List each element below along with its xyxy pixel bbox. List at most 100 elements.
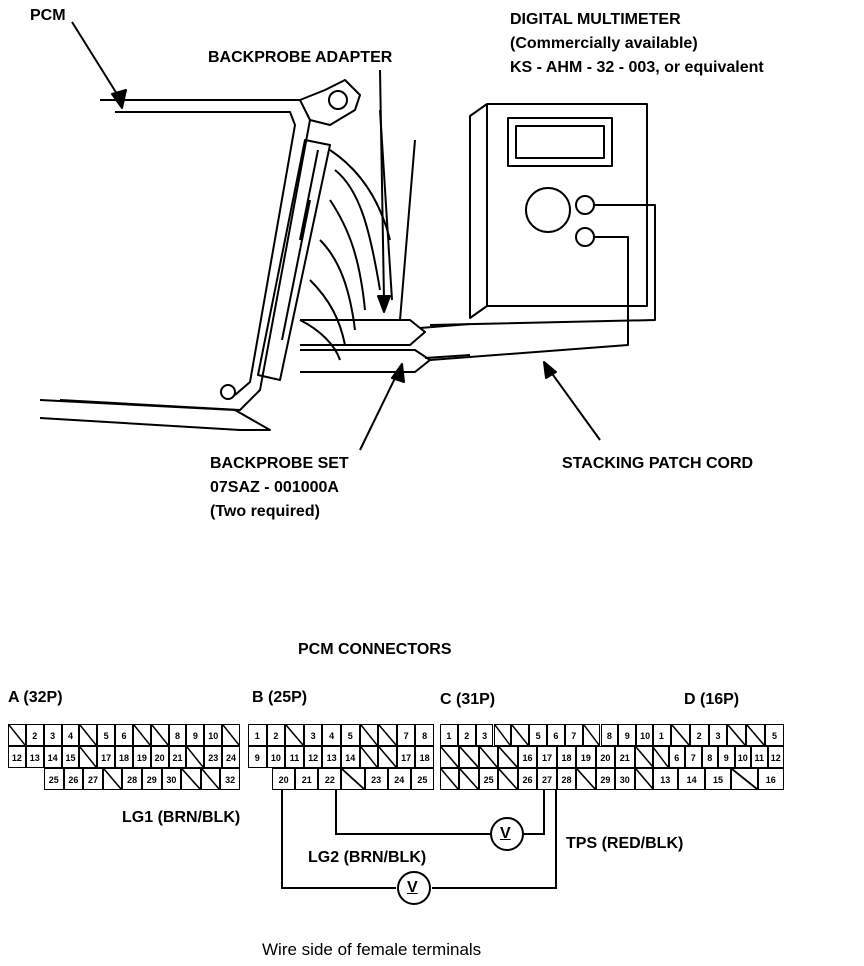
test-lead-lower — [429, 236, 629, 361]
terminal-a-18: 18 — [115, 746, 133, 768]
terminal-c-blank — [440, 768, 460, 790]
terminal-c-26: 26 — [517, 768, 538, 790]
multimeter-dial — [525, 187, 571, 233]
stacking-patch-cord-label: STACKING PATCH CORD — [562, 455, 754, 472]
terminal-c-6: 6 — [547, 724, 565, 746]
terminal-b-blank — [359, 724, 379, 746]
terminal-b-blank — [359, 746, 379, 768]
terminal-d-14: 14 — [678, 768, 705, 790]
terminal-b-blank — [285, 724, 304, 746]
terminal-c-blank — [493, 724, 512, 746]
digital-multimeter — [469, 103, 648, 319]
terminal-a-blank — [181, 768, 201, 790]
terminal-b-22: 22 — [318, 768, 342, 790]
backprobe-lower — [300, 349, 431, 373]
terminal-c-27: 27 — [537, 768, 557, 790]
backprobe-adapter-leader — [379, 69, 385, 301]
terminal-c-10: 10 — [636, 724, 654, 746]
terminal-d-blank — [746, 724, 766, 746]
terminal-c-blank — [498, 746, 518, 768]
terminal-a-blank — [200, 768, 221, 790]
terminal-a-25: 25 — [44, 768, 64, 790]
pcm-connectors-title: PCM CONNECTORS — [298, 641, 452, 658]
tps-label: TPS (RED/BLK) — [566, 835, 684, 852]
terminal-a-2: 2 — [25, 724, 44, 746]
terminal-b-18: 18 — [415, 746, 434, 768]
terminal-b-3: 3 — [303, 724, 323, 746]
backprobe-set-label-line1: BACKPROBE SET — [210, 455, 349, 472]
terminal-d-blank — [727, 724, 747, 746]
terminal-b-9: 9 — [248, 746, 267, 768]
patch-cord-leader — [547, 367, 601, 441]
terminal-a-blank — [8, 724, 26, 746]
multimeter-label-line2: (Commercially available) — [510, 35, 698, 52]
terminal-b-13: 13 — [322, 746, 341, 768]
pcm-label: PCM — [30, 7, 66, 24]
terminal-b-11: 11 — [285, 746, 304, 768]
terminal-a-4: 4 — [61, 724, 80, 746]
terminal-c-blank — [634, 768, 654, 790]
terminal-d-1: 1 — [652, 724, 671, 746]
terminal-a-26: 26 — [63, 768, 84, 790]
terminal-c-19: 19 — [576, 746, 596, 768]
terminal-b-24: 24 — [387, 768, 411, 790]
terminal-a-29: 29 — [142, 768, 162, 790]
pcm-connector-block — [257, 139, 331, 381]
terminal-c-25: 25 — [478, 768, 499, 790]
lg2-wire — [335, 790, 490, 835]
terminal-c-28: 28 — [556, 768, 577, 790]
terminal-d-10: 10 — [734, 746, 751, 768]
terminal-a-3: 3 — [43, 724, 62, 746]
terminal-c-blank — [576, 768, 596, 790]
terminal-c-21: 21 — [615, 746, 635, 768]
terminal-c-1: 1 — [440, 724, 458, 746]
terminal-a-9: 9 — [186, 724, 205, 746]
terminal-d-7: 7 — [685, 746, 702, 768]
terminal-a-8: 8 — [168, 724, 187, 746]
terminal-a-24: 24 — [222, 746, 240, 768]
terminal-d-16: 16 — [757, 768, 784, 790]
terminal-a-30: 30 — [161, 768, 182, 790]
terminal-a-23: 23 — [204, 746, 223, 768]
terminal-d-9: 9 — [718, 746, 735, 768]
lg1-wire — [281, 790, 396, 889]
terminal-b-25: 25 — [410, 768, 434, 790]
terminal-d-8: 8 — [701, 746, 718, 768]
terminal-c-20: 20 — [595, 746, 616, 768]
terminal-a-21: 21 — [168, 746, 187, 768]
multimeter-label-line3: KS - AHM - 32 - 003, or equivalent — [510, 59, 764, 76]
terminal-c-blank — [498, 768, 518, 790]
terminal-a-14: 14 — [43, 746, 62, 768]
terminal-d-blank — [670, 724, 690, 746]
terminal-b-14: 14 — [341, 746, 360, 768]
terminal-a-13: 13 — [25, 746, 44, 768]
connector-c-label: C (31P) — [440, 691, 496, 708]
pcm-backprobe-illustration — [39, 21, 656, 451]
connector-a-label: A (32P) — [8, 689, 63, 706]
lg2-label: LG2 (BRN/BLK) — [308, 849, 427, 866]
terminal-b-7: 7 — [396, 724, 416, 746]
multimeter-label-line1: DIGITAL MULTIMETER — [510, 11, 681, 28]
terminal-a-blank — [150, 724, 169, 746]
terminal-a-blank — [222, 724, 240, 746]
terminal-d-5: 5 — [765, 724, 784, 746]
terminal-a-6: 6 — [115, 724, 133, 746]
terminal-a-15: 15 — [61, 746, 80, 768]
terminal-b-blank — [341, 768, 365, 790]
terminal-c-blank — [511, 724, 530, 746]
terminal-c-blank — [440, 746, 460, 768]
terminal-a-20: 20 — [150, 746, 169, 768]
terminal-a-12: 12 — [8, 746, 26, 768]
terminal-c-17: 17 — [537, 746, 557, 768]
mounting-hole-bottom — [220, 384, 236, 400]
multimeter-display — [507, 117, 613, 167]
tps-wire — [524, 790, 545, 835]
pcm-leader-line — [71, 21, 123, 103]
terminal-a-blank — [186, 746, 205, 768]
terminal-a-19: 19 — [132, 746, 151, 768]
terminal-c-18: 18 — [556, 746, 577, 768]
terminal-a-10: 10 — [204, 724, 223, 746]
terminal-b-2: 2 — [266, 724, 286, 746]
terminal-b-10: 10 — [266, 746, 286, 768]
lg1-label: LG1 (BRN/BLK) — [122, 809, 241, 826]
